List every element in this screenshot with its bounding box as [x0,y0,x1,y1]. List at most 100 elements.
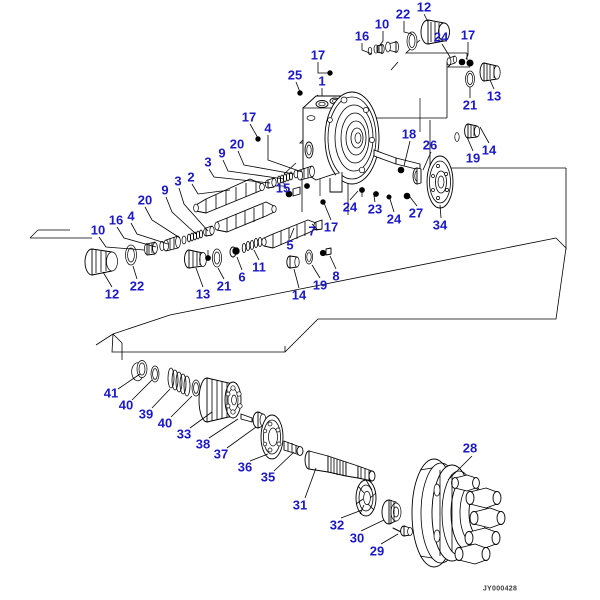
part-31-drive-shaft [304,450,376,482]
part-13-bush-left [184,249,207,269]
callout-6: 6 [238,269,246,285]
drawing-code: JY000428 [482,585,518,593]
part-12-cap [420,19,450,45]
callout-14: 14 [291,287,307,303]
part-40-ring-b [191,379,201,397]
callout-17: 17 [241,109,257,125]
callout-10: 10 [90,222,106,238]
part-28-hub-assembly [411,458,506,568]
part-35-coupling [283,440,304,456]
callout-5: 5 [286,237,294,253]
callout-38: 38 [195,436,211,452]
part-21-ring [465,70,475,88]
callout-32: 32 [329,517,345,533]
callout-16: 16 [354,28,370,44]
part-29-nut [392,525,413,537]
callout-28: 28 [462,440,478,456]
callout-25: 25 [287,67,303,83]
part-41-clip [131,360,148,382]
part-13-bush [479,62,501,82]
callout-1: 1 [318,73,326,89]
callout-24: 24 [342,199,358,215]
part-36-valve-plate [260,414,284,460]
callout-2: 2 [187,169,195,185]
part-22-oring-left [125,244,137,266]
part-34-flange-plate [426,155,454,209]
callout-17: 17 [310,47,326,63]
callout-27: 27 [408,205,424,221]
leader-lines [98,13,495,545]
callout-23: 23 [367,201,383,217]
callout-8: 8 [332,268,340,284]
callout-3: 3 [174,173,182,189]
callout-21: 21 [216,278,232,294]
callout-40: 40 [157,415,173,431]
callout-40: 40 [118,397,134,413]
callout-12: 12 [416,0,432,15]
callout-24: 24 [433,29,449,45]
callout-13: 13 [486,88,502,104]
part-12-cap-left [84,248,118,276]
callout-4: 4 [127,208,135,224]
callout-18: 18 [401,126,417,142]
callout-24: 24 [386,211,402,227]
part-39-spring [167,367,191,397]
hub-bolt-heads [451,474,506,565]
part-22-oring [406,31,418,51]
part-group-right-of-housing [359,155,454,209]
callout-4: 4 [264,120,272,136]
callout-39: 39 [138,406,154,422]
callout-3: 3 [204,154,212,170]
part-21-ring-left [212,248,222,268]
part-30-bearing [381,499,402,525]
part-11-spring [241,236,263,253]
callout-36: 36 [237,459,253,475]
part-32-thrust-plate [355,479,377,517]
callout-11: 11 [252,259,266,275]
callout-19: 19 [312,277,328,293]
callout-10: 10 [374,16,390,32]
callout-9: 9 [218,145,226,161]
callout-20: 20 [229,136,245,152]
part-40-ring-a [150,365,160,383]
callout-30: 30 [349,530,365,546]
callout-31: 31 [292,497,308,513]
part-33-cylinder-block [198,377,243,423]
callout-29: 29 [369,543,385,559]
callout-7: 7 [308,223,316,239]
callout-16: 16 [108,212,124,228]
part-19-washer [454,132,460,142]
callout-19: 19 [465,150,481,166]
callout-17: 17 [460,27,476,43]
callout-22: 22 [129,278,145,294]
part-1-motor-housing [302,91,421,193]
callout-34: 34 [432,217,448,233]
callout-15: 15 [275,180,291,196]
callout-26: 26 [422,137,438,153]
callout-41: 41 [103,385,119,401]
callout-37: 37 [213,446,229,462]
callout-13: 13 [195,286,211,302]
callout-21: 21 [462,97,478,113]
callout-9: 9 [161,182,169,198]
callout-14: 14 [481,142,497,158]
part-14-bush [464,123,480,139]
part-15-bolts [285,183,310,198]
callout-35: 35 [260,469,276,485]
callout-33: 33 [176,426,192,442]
part-9-spring-left [186,229,203,243]
part-10-16-spool [367,41,399,56]
part-14-19-8 [286,247,332,269]
callout-22: 22 [395,6,411,22]
callout-17: 17 [323,219,339,235]
part-group-pump-left [131,360,304,460]
callout-12: 12 [104,286,120,302]
part-group-shaft [304,450,413,537]
part-group-upper-right [367,19,501,142]
part-38-pin [240,413,253,423]
part-24-17-bolts [446,55,474,67]
part-row-mid-spool [184,219,332,269]
callout-20: 20 [137,192,153,208]
